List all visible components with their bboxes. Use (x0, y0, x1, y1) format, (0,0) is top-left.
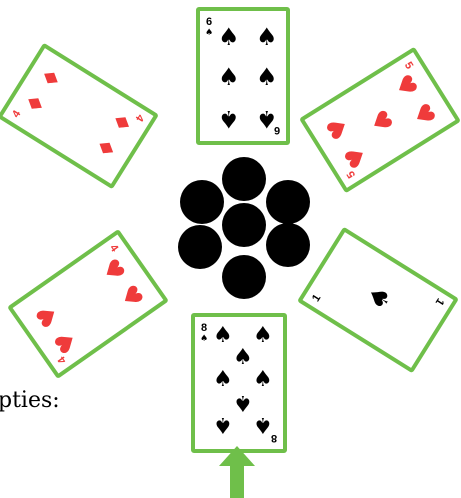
center-disc (222, 203, 266, 247)
heart-icon: ♥ (365, 106, 397, 137)
spade-icon: ♠ (205, 29, 213, 38)
spade-icon: ♠ (256, 25, 278, 49)
heart-icon: ♥ (50, 327, 82, 358)
spade-icon: ♠ (213, 325, 233, 347)
center-disc (180, 180, 224, 224)
center-disc (178, 225, 222, 269)
card-top-left-4-diamonds[interactable]: 4 ♦ ♦ ♦ ♦ 4 (0, 43, 159, 190)
heart-icon: ♥ (116, 281, 148, 312)
spade-icon: ♠ (218, 65, 240, 89)
center-disc (266, 180, 310, 224)
card-bottom-right-1-spades[interactable]: 1 ♠ 1 (297, 227, 459, 374)
spade-icon: ♠ (233, 391, 253, 413)
heart-icon: ♥ (97, 255, 129, 286)
card-rank-top-left: 4 (11, 109, 24, 120)
spade-icon: ♠ (218, 107, 240, 131)
heart-icon: ♥ (390, 70, 422, 101)
card-top-6-spades[interactable]: 6 ♠ ♠ ♠ ♠ ♠ ♠ ♠ 6 (196, 7, 290, 145)
spade-icon: ♠ (218, 25, 240, 49)
spade-icon: ♠ (213, 369, 233, 391)
diamond-icon: ♦ (93, 135, 122, 163)
card-bottom-8-spades[interactable]: 8 ♠ ♠ ♠ ♠ ♠ ♠ ♠ ♠ ♠ 8 (191, 313, 287, 453)
heart-icon: ♥ (408, 99, 440, 130)
center-disc (222, 157, 266, 201)
card-rank-top-left: 6 (206, 17, 212, 28)
heart-icon: ♥ (32, 300, 64, 331)
diamond-icon: ♦ (22, 90, 51, 118)
center-disc (222, 255, 266, 299)
center-pile[interactable] (175, 155, 315, 305)
spade-icon: ♠ (253, 325, 273, 347)
card-top-right-5-hearts[interactable]: 5 ♥ ♥ ♥ ♥ ♥ 5 (299, 47, 461, 194)
spade-icon: ♠ (200, 335, 208, 344)
heart-icon: ♥ (340, 142, 372, 173)
center-disc (266, 223, 310, 267)
up-arrow-icon (217, 444, 257, 498)
heart-icon: ♥ (322, 113, 354, 144)
card-rank-bottom-right: 1 (433, 296, 446, 307)
spade-icon: ♠ (253, 413, 273, 435)
spade-icon: ♠ (256, 65, 278, 89)
spade-icon: ♠ (213, 413, 233, 435)
diamond-icon: ♦ (38, 65, 67, 93)
spade-icon: ♠ (233, 347, 253, 369)
spade-icon: ♠ (363, 282, 397, 316)
card-bottom-left-4-hearts[interactable]: 4 ♥ ♥ ♥ ♥ 4 (7, 229, 169, 379)
card-rank-bottom-right: 6 (274, 124, 280, 135)
card-rank-top-left: 8 (201, 323, 207, 334)
card-rank-bottom-right: 8 (271, 432, 277, 443)
spade-icon: ♠ (253, 369, 273, 391)
empties-caption: pties: (0, 388, 60, 413)
